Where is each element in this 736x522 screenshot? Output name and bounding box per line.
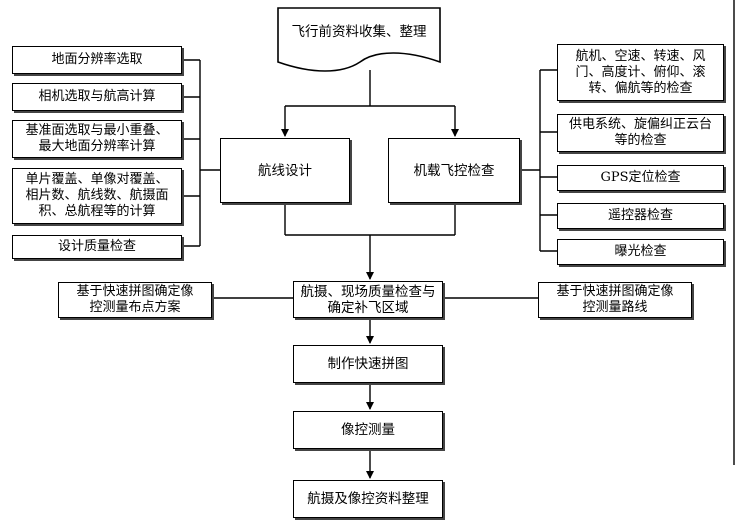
right-box-exposure-check: 曝光检查 (557, 239, 724, 265)
side-right-node: 基于快速拼图确定像 控测量路线 (538, 282, 692, 318)
right-box-power-gimbal-check: 供电系统、旋偏纠正云台 等的检查 (557, 114, 724, 152)
aerial-quality-node: 航摄、现场质量检查与 确定补飞区域 (293, 281, 443, 318)
flight-control-check-node: 机载飞控检查 (388, 138, 520, 203)
start-document-label: 飞行前资料收集、整理 (291, 24, 427, 40)
left-box-design-quality: 设计质量检查 (12, 235, 182, 259)
right-box-aircraft-check: 航机、空速、转速、风 门、高度计、俯仰、滚 转、偏航等的检查 (557, 44, 724, 101)
left-box-coverage-calc: 单片覆盖、单像对覆盖、 相片数、航线数、航摄面 积、总航程等的计算 (12, 168, 182, 224)
left-box-ground-resolution: 地面分辨率选取 (12, 46, 182, 74)
side-left-node: 基于快速拼图确定像 控测量布点方案 (58, 282, 212, 318)
final-node: 航摄及像控资料整理 (293, 480, 443, 518)
route-design-node: 航线设计 (220, 138, 350, 203)
control-survey-node: 像控测量 (293, 411, 443, 449)
left-box-camera-altitude: 相机选取与航高计算 (12, 83, 182, 111)
start-document-node: 飞行前资料收集、整理 (276, 6, 442, 72)
mosaic-node: 制作快速拼图 (293, 345, 443, 383)
left-box-datum-overlap: 基准面选取与最小重叠、 最大地面分辨率计算 (12, 120, 182, 158)
right-box-remote-check: 遥控器检查 (557, 203, 724, 229)
right-box-gps-check: GPS定位检查 (557, 165, 724, 191)
